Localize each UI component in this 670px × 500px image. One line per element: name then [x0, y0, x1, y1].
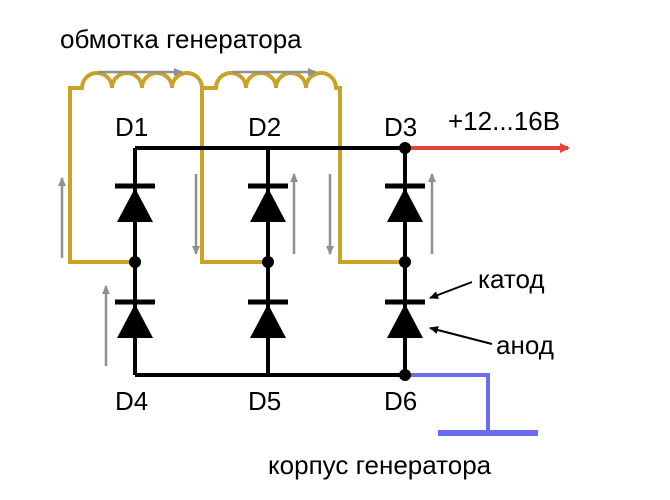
- junction-dot: [129, 256, 141, 268]
- output-voltage-label: +12...16В: [448, 106, 560, 136]
- winding-label: обмотка генератора: [60, 24, 302, 54]
- diode-d5-label: D5: [248, 386, 281, 416]
- diode-d1-label: D1: [115, 112, 148, 142]
- diode-d2-symbol: [248, 183, 288, 222]
- housing-label: корпус генератора: [268, 450, 492, 480]
- current-arrows-vertical: [58, 173, 436, 366]
- junction-dot: [399, 369, 411, 381]
- diode-d6-symbol: [385, 299, 425, 338]
- diode-d4-symbol: [115, 299, 155, 338]
- diode-d3-label: D3: [384, 112, 417, 142]
- junction-dots: [129, 142, 411, 381]
- generator-winding: [68, 71, 407, 264]
- diode-d4-label: D4: [115, 386, 148, 416]
- diode-d6-label: D6: [384, 386, 417, 416]
- cathode-pointer: [429, 281, 473, 299]
- anode-pointer: [429, 326, 493, 345]
- diode-d5-symbol: [248, 299, 288, 338]
- junction-dot: [399, 256, 411, 268]
- ground-wire: [405, 373, 538, 436]
- diode-d1-symbol: [115, 183, 155, 222]
- diode-d2-label: D2: [248, 112, 281, 142]
- anode-label: анод: [496, 330, 554, 360]
- cathode-label: катод: [478, 264, 545, 294]
- junction-dot: [262, 256, 274, 268]
- junction-dot: [399, 142, 411, 154]
- diode-d3-symbol: [385, 183, 425, 222]
